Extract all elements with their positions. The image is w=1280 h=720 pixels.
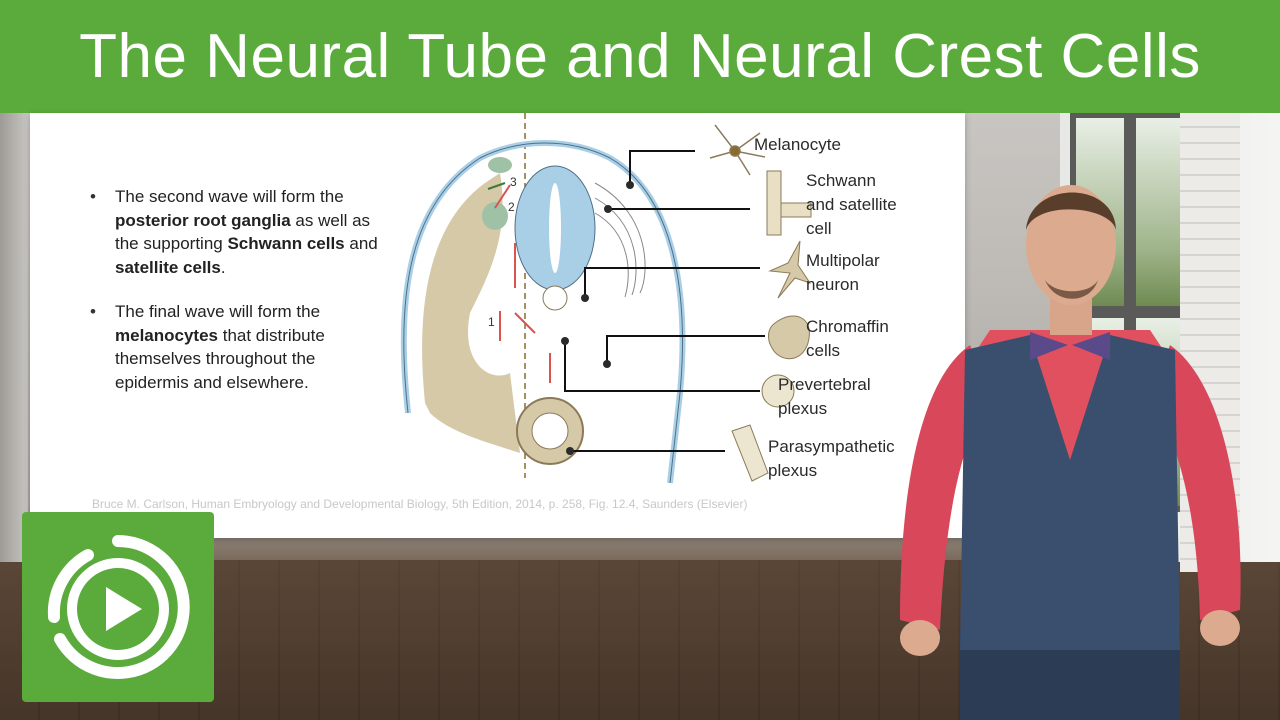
label-multipolar-1: Multipolar (806, 251, 880, 270)
schwann-cell-icon (766, 170, 812, 236)
label-prevertebral-1: Prevertebral (778, 375, 871, 394)
melanocyte-icon (709, 124, 766, 176)
label-chromaffin-2: cells (806, 341, 841, 360)
label-schwann-2: and satellite (806, 195, 897, 214)
leader-line (564, 341, 760, 392)
prevertebral-plexus-icon (761, 374, 795, 408)
bullet-bold-text: posterior root ganglia (115, 210, 291, 230)
neural-canal (549, 183, 561, 273)
mesoderm-tissue (422, 173, 520, 453)
label-parasympathetic-1: Parasympathetic (768, 437, 895, 456)
presenter-vest (960, 335, 1180, 650)
leader-dots (561, 181, 634, 455)
lecturio-logo (22, 512, 214, 702)
multipolar-neuron-icon (768, 240, 812, 299)
presenter-hair (1026, 192, 1116, 230)
bullet-text: as well as the supporting (115, 210, 371, 254)
presenter-bowtie (1030, 332, 1110, 360)
label-schwann-1: Schwann (806, 171, 876, 190)
bullet-text: The final wave will form the (115, 302, 321, 321)
parasympathetic-plexus-icon (731, 424, 769, 482)
wave-number: 2 (508, 200, 515, 214)
label-prevertebral-2: plexus (778, 399, 828, 418)
presenter-beard (1045, 280, 1098, 299)
label-melanocyte: Melanocyte (754, 135, 841, 154)
chromaffin-cell-icon (767, 315, 810, 360)
migration-arrow (514, 312, 536, 334)
neural-crest-diagram: 3 2 1 (400, 113, 812, 484)
nerve-fibers (594, 182, 646, 298)
leader-line (629, 150, 695, 185)
leader-line (606, 335, 765, 364)
epidermis-edge (403, 142, 683, 484)
label-parasympathetic-2: plexus (768, 461, 818, 480)
migration-arrow (494, 184, 511, 209)
video-title: The Neural Tube and Neural Crest Cells (79, 22, 1201, 91)
leader-line (584, 267, 760, 298)
wave-number: 1 (488, 315, 495, 329)
label-chromaffin-1: Chromaffin (806, 317, 889, 336)
bullet-list: The second wave will form the posterior … (90, 185, 380, 415)
bullet-text: that distribute themselves throughout th… (115, 325, 325, 392)
wave-number: 3 (510, 175, 517, 189)
migration-arrow-green (487, 182, 506, 190)
bullet-text: and (344, 234, 378, 253)
lecture-slide: The second wave will form the posterior … (30, 113, 965, 538)
somite (482, 202, 508, 230)
notochord (542, 285, 568, 311)
somite (488, 157, 512, 173)
presenter-left-hand (900, 620, 940, 656)
presenter-right-hand (1200, 610, 1240, 646)
left-pillar (0, 112, 28, 562)
bullet-item: The second wave will form the posterior … (90, 185, 380, 279)
presenter-figure (900, 185, 1241, 720)
bullet-text: . (220, 257, 226, 277)
bullet-bold-text: Schwann cells (227, 234, 345, 253)
gut-lumen (531, 412, 569, 450)
presenter-head (1026, 185, 1116, 305)
bullet-item: The final wave will form the melanocytes… (90, 300, 380, 394)
leader-lines (564, 150, 765, 452)
title-banner: The Neural Tube and Neural Crest Cells (0, 0, 1280, 113)
bullet-text: The second wave will form the (115, 187, 344, 206)
figure-citation: Bruce M. Carlson, Human Embryology and D… (92, 497, 748, 511)
bullet-bold-text: satellite cells (115, 257, 221, 277)
label-multipolar-2: neuron (806, 275, 859, 294)
label-schwann-3: cell (806, 219, 832, 238)
play-circle-logo-icon (47, 535, 190, 679)
bullet-bold-text: melanocytes (115, 325, 218, 345)
